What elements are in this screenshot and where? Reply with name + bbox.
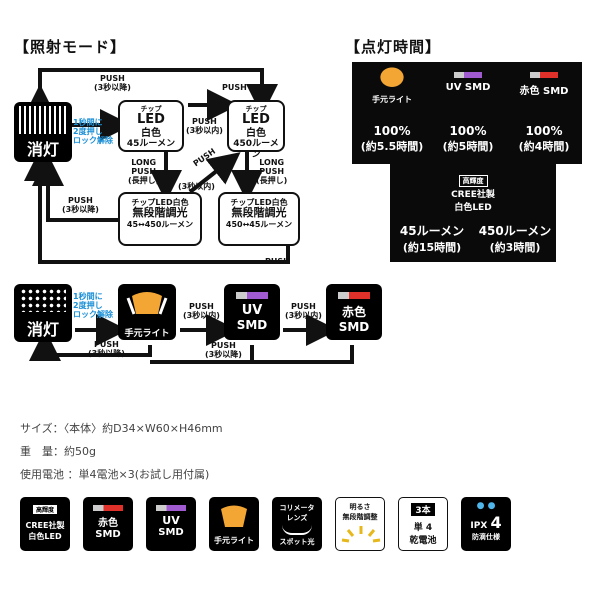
time-col-red: 赤色 SMD xyxy=(508,66,580,97)
cree-label: 高輝度 CREE社製 白色LED xyxy=(451,175,495,213)
time-title: 【点灯時間】 xyxy=(345,38,442,56)
time-hand-pct: 100%(約5.5時間) xyxy=(360,124,424,153)
push-label-ab: PUSH(3秒以内) xyxy=(186,117,223,136)
uv-icon-small xyxy=(454,72,482,78)
push-label-2b: PUSH(3秒以内) xyxy=(285,302,322,321)
spec-size: サイズ：〈本体〉約D34×W60×H46mm xyxy=(20,422,223,435)
push-label-top: PUSH(3秒以降) xyxy=(94,74,131,93)
mode-box-dimming-b: チップLED白色 無段階調光 450↔45ルーメン xyxy=(218,192,300,246)
push-label-2c: PUSH(3秒以降) xyxy=(88,340,125,359)
mode-box-dimming-a: チップLED白色 無段階調光 45↔450ルーメン xyxy=(118,192,202,246)
dimming-icon: 明るさ 無段階調整 xyxy=(335,497,385,551)
time-high: 450ルーメン(約3時間) xyxy=(478,224,552,254)
battery-icon: 3本 単 4 乾電池 xyxy=(398,497,448,551)
led-bars-icon xyxy=(19,106,67,134)
uv-smd-icon: UV SMD xyxy=(146,497,196,551)
mode-title: 【照射モード】 xyxy=(14,38,127,56)
mode-box-450lm: チップ LED 白色 450ルーメン xyxy=(227,100,285,160)
time-uv-pct: 100%(約5時間) xyxy=(442,124,494,153)
mode-box-45lm: チップ LED 白色 45ルーメン xyxy=(118,100,184,152)
off-state-box: 消灯 xyxy=(14,102,72,162)
ipx4-icon: ● ● IPX 4 防滴仕様 xyxy=(461,497,511,551)
spec-battery: 使用電池 ：単4電池×3(お試し用付属) xyxy=(20,468,210,481)
uv-led-icon xyxy=(236,292,268,299)
collimator-lens-icon: コリメータ レンズ スポット光 xyxy=(272,497,322,551)
push-label-2a: PUSH(3秒以内) xyxy=(183,302,220,321)
push-label-2d: PUSH(3秒以降) xyxy=(205,341,242,360)
time-red-pct: 100%(約4時間) xyxy=(518,124,570,153)
off-label: 消灯 xyxy=(26,140,59,159)
led-dots-icon xyxy=(20,288,66,312)
cree-led-icon: 高輝度 CREE社製 白色LED xyxy=(20,497,70,551)
hand-icon xyxy=(126,292,168,315)
red-smd-box: 赤色 SMD xyxy=(326,284,382,340)
spec-weight: 重 量：約50g xyxy=(20,445,96,458)
red-led-icon xyxy=(338,292,370,299)
time-low: 45ルーメン(約15時間) xyxy=(399,224,465,254)
red-icon-small xyxy=(530,72,558,78)
time-col-hand: 手元ライト xyxy=(356,66,428,105)
push-label-bottom: PUSH xyxy=(265,257,290,266)
push-label-left: PUSH(3秒以降) xyxy=(62,196,99,215)
off-label-2: 消灯 xyxy=(26,320,59,339)
push-label-diag-sub: (3秒以内) xyxy=(178,182,215,191)
time-panel-bottom: 高輝度 CREE社製 白色LED 45ルーメン(約15時間) 450ルーメン(約… xyxy=(390,164,556,262)
off-state-box-2: 消灯 xyxy=(14,284,72,342)
time-panel-top: 手元ライト UV SMD 赤色 SMD 100%(約5.5時間) 100%(約5… xyxy=(352,62,582,164)
push-label-top-right: PUSH xyxy=(222,83,247,92)
uv-smd-box: UV SMD xyxy=(224,284,280,340)
red-smd-icon: 赤色 SMD xyxy=(83,497,133,551)
hand-light-icon: 手元ライト xyxy=(209,497,259,551)
hand-icon-small xyxy=(372,66,412,94)
hand-light-box: 手元ライト xyxy=(118,284,176,340)
time-col-uv: UV SMD xyxy=(432,66,504,93)
hand-light-label: 手元ライト xyxy=(124,329,170,339)
